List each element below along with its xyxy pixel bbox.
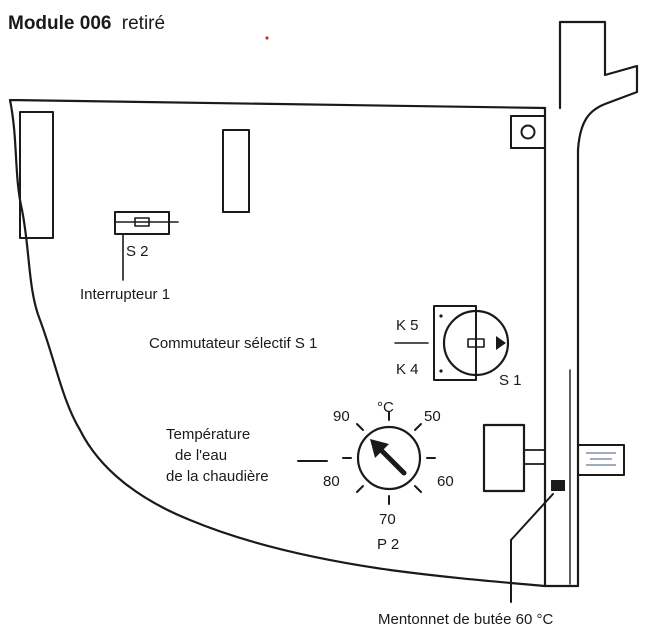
thermostat-block <box>482 423 526 493</box>
red-speck <box>265 36 269 40</box>
dial-tick-90: 90 <box>333 408 350 425</box>
side-connector <box>577 444 625 476</box>
dial-tick-60: 60 <box>437 473 454 490</box>
thermostat-stem <box>523 449 546 465</box>
p2-label: P 2 <box>377 536 399 553</box>
dial-tick-80: 80 <box>323 473 340 490</box>
diagram-title: Module 006 retiré <box>8 13 165 34</box>
dial-tick-50: 50 <box>424 408 441 425</box>
dial-unit: °C <box>377 399 394 416</box>
temperature-label-line1: Température <box>166 426 250 443</box>
temperature-label-line3: de la chaudière <box>166 468 269 485</box>
chassis-bar <box>543 20 639 588</box>
mounting-hole <box>520 124 536 140</box>
mentonnet-label: Mentonnet de butée 60 °C <box>378 611 553 628</box>
dial-tick-70: 70 <box>379 511 396 528</box>
switch-s2 <box>114 211 179 281</box>
connector-slot-left <box>19 111 54 239</box>
s1-label: S 1 <box>499 372 522 389</box>
switch-s2-label: S 2 <box>126 243 149 260</box>
selector-switch-s1 <box>433 305 510 381</box>
mounting-bracket <box>510 115 546 149</box>
k5-label: K 5 <box>396 317 419 334</box>
k4-label: K 4 <box>396 361 419 378</box>
mentonnet-leader-diagonal <box>510 493 554 541</box>
temperature-label-line2: de l'eau <box>175 447 227 464</box>
circuit-board-outline <box>8 98 547 588</box>
side-connector-contacts <box>586 452 616 466</box>
commutateur-label: Commutateur sélectif S 1 <box>149 335 317 352</box>
connector-slot-center <box>222 129 250 213</box>
temperature-dial-p2 <box>342 411 436 505</box>
stop-tab-60c <box>551 480 565 491</box>
interrupteur-label: Interrupteur 1 <box>80 286 170 303</box>
